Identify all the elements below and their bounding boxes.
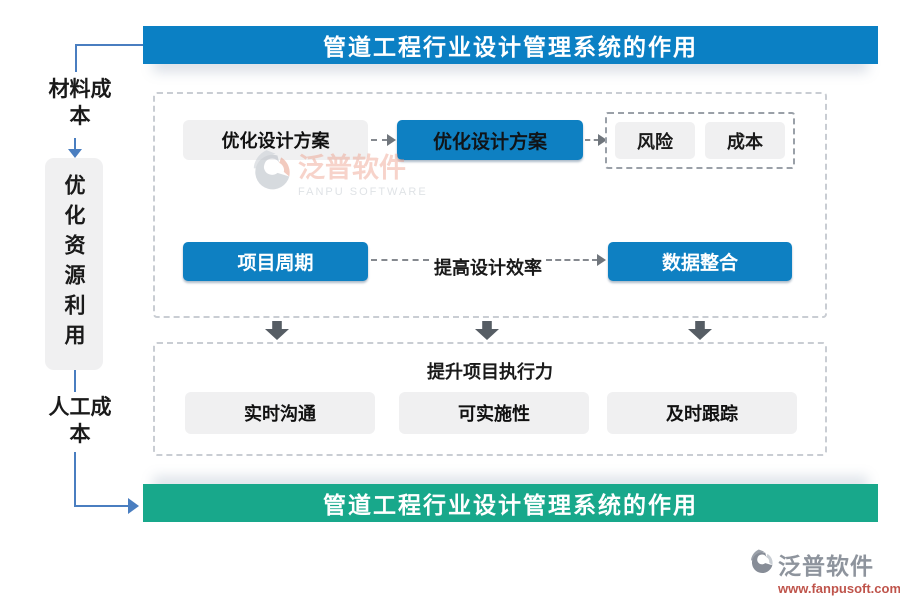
risk-box: 风险	[615, 122, 695, 159]
execution-title: 提升项目执行力	[427, 362, 553, 382]
right-arrowhead-icon	[128, 498, 139, 514]
timely-tracking-box: 及时跟踪	[607, 392, 797, 434]
project-cycle-box: 项目周期	[183, 242, 368, 281]
dashed-arrow-icon	[546, 259, 598, 261]
block-down-arrow-icon	[688, 321, 712, 340]
fanpu-logo: 泛普软件 www.fanpusoft.com	[750, 547, 900, 596]
connector-box-to-labor	[74, 370, 76, 392]
material-cost-label: 材料成本	[48, 77, 112, 129]
block-down-arrow-icon	[265, 321, 289, 340]
data-integration-box: 数据整合	[608, 242, 792, 281]
dashed-arrow-icon	[371, 139, 388, 141]
connector-top-horizontal	[75, 44, 143, 46]
top-banner-title: 管道工程行业设计管理系统的作用	[143, 26, 878, 64]
logo-url: www.fanpusoft.com	[778, 581, 900, 596]
dashed-arrow-icon	[585, 139, 599, 141]
cost-box: 成本	[705, 122, 785, 159]
dashed-arrowhead-icon	[597, 254, 606, 266]
logo-brand-name: 泛普软件	[778, 553, 874, 579]
dashed-arrowhead-icon	[598, 134, 607, 146]
efficiency-connector-label: 提高设计效率	[434, 258, 542, 278]
watermark: 泛普软件 FANPU SOFTWARE	[252, 146, 428, 198]
design-plan-blue-box: 优化设计方案	[397, 120, 583, 160]
block-down-arrow-icon	[475, 321, 499, 340]
connector-bottom-vertical	[74, 452, 76, 507]
bottom-banner-title: 管道工程行业设计管理系统的作用	[143, 484, 878, 522]
optimize-resource-label: 优化资源利用	[62, 174, 86, 354]
down-arrowhead-icon	[68, 149, 82, 158]
realtime-communication-box: 实时沟通	[185, 392, 375, 434]
connector-material-to-box	[74, 138, 76, 150]
connector-top-vertical	[75, 44, 77, 72]
design-plan-gray-box: 优化设计方案	[183, 120, 368, 160]
watermark-brand-name: 泛普软件	[298, 153, 406, 183]
dashed-arrowhead-icon	[387, 134, 396, 146]
fanpu-watermark-icon	[253, 150, 290, 190]
feasibility-box: 可实施性	[399, 392, 589, 434]
risk-cost-group: 风险 成本	[605, 112, 795, 169]
labor-cost-label: 人工成本	[48, 395, 112, 447]
fanpu-logo-icon	[751, 549, 773, 574]
connector-bottom-horizontal	[74, 505, 130, 507]
watermark-brand-sub: FANPU SOFTWARE	[298, 186, 428, 198]
optimize-resource-box: 优化资源利用	[45, 158, 103, 370]
dashed-line	[371, 259, 429, 261]
